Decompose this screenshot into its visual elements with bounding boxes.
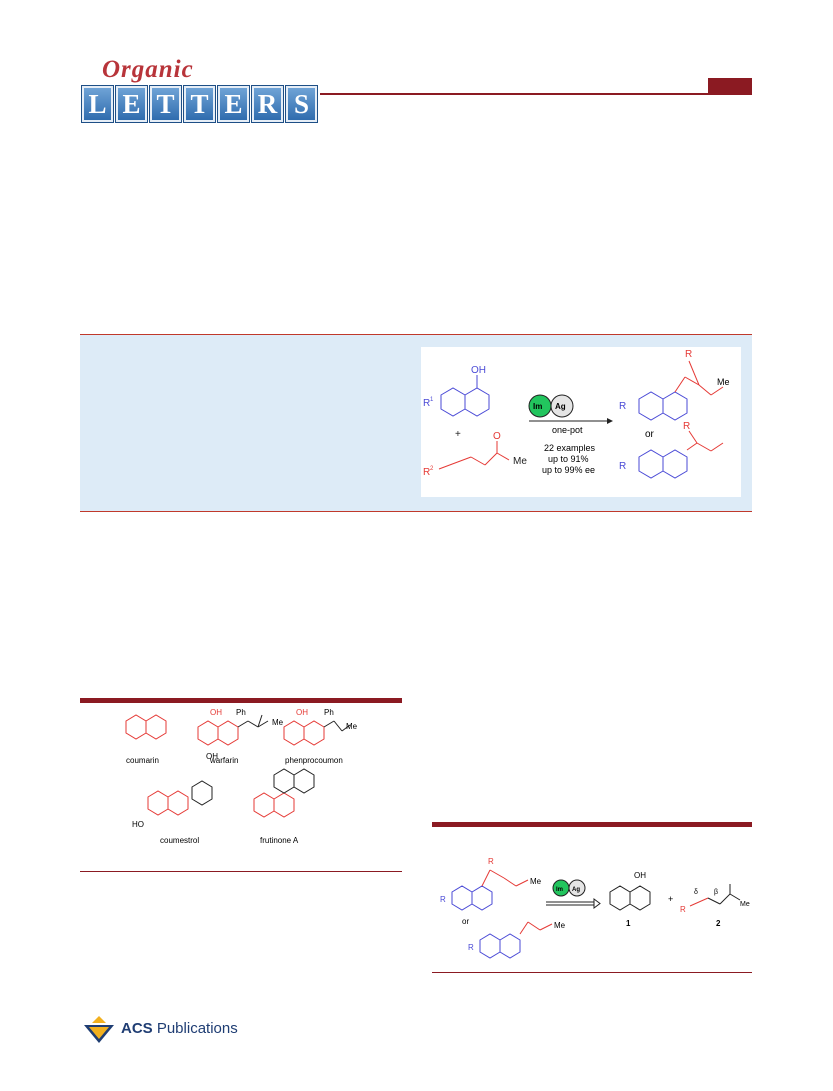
compound-1-label: 1 bbox=[626, 919, 631, 928]
scheme-retrosynthesis: or R R R Me Me Im Ag OH 1 + δ β R Me 2 bbox=[440, 857, 750, 959]
product-r2-label: R bbox=[685, 349, 692, 360]
r1-sup: 1 bbox=[430, 397, 434, 403]
stat-examples: 22 examples bbox=[544, 443, 596, 453]
publisher-bold: ACS bbox=[121, 1020, 153, 1037]
scheme-me-3: Me bbox=[740, 901, 750, 908]
product-r2-label-2: R bbox=[683, 421, 690, 432]
logo-letter: R bbox=[252, 86, 283, 122]
logo-letter: T bbox=[150, 86, 181, 122]
logo-letter: S bbox=[286, 86, 317, 122]
ketone-o-label: O bbox=[493, 431, 501, 442]
product-r1-label: R bbox=[619, 401, 626, 412]
warfarin-ph: Ph bbox=[236, 708, 246, 717]
r2-sup: 2 bbox=[430, 466, 434, 472]
catalyst-ag-label: Ag bbox=[555, 402, 566, 411]
compound-phenprocoumon: phenprocoumon bbox=[285, 756, 343, 765]
scheme-r1-2: R bbox=[468, 943, 474, 952]
compound-2-label: 2 bbox=[716, 919, 721, 928]
scheme-me: Me bbox=[530, 877, 542, 886]
condition-label: one-pot bbox=[552, 425, 583, 435]
plus-sign: + bbox=[455, 429, 461, 440]
figure-rule-bottom bbox=[80, 871, 402, 872]
product-r1-label-2: R bbox=[619, 461, 626, 472]
or-label: or bbox=[645, 429, 655, 440]
publisher-name: ACS Publications bbox=[121, 1020, 238, 1037]
stat-ee: up to 99% ee bbox=[542, 465, 595, 475]
header-tab bbox=[708, 78, 752, 94]
phenprocoumon-ph: Ph bbox=[324, 708, 334, 717]
scheme-rule-bottom bbox=[432, 972, 752, 973]
scheme-ag-icon bbox=[568, 879, 586, 897]
coumestrol-oh: OH bbox=[206, 752, 218, 761]
warfarin-oh: OH bbox=[210, 708, 222, 717]
logo-letter: T bbox=[184, 86, 215, 122]
figure-rule-top bbox=[80, 698, 402, 703]
figure-natural-products: OH Ph Me OH Ph Me coumarin warfarin phen… bbox=[125, 708, 358, 845]
logo-letter: E bbox=[116, 86, 147, 122]
beta-label: β bbox=[714, 889, 718, 896]
phenprocoumon-oh: OH bbox=[296, 708, 308, 717]
logo-letter: E bbox=[218, 86, 249, 122]
r1-label: R bbox=[423, 398, 430, 409]
ag-catalyst-icon bbox=[550, 394, 574, 418]
compound-coumestrol: coumestrol bbox=[160, 836, 199, 845]
compound-warfarin: warfarin bbox=[209, 756, 238, 765]
warfarin-me: Me bbox=[272, 718, 284, 727]
scheme-r1: R bbox=[440, 895, 446, 904]
oh-label: OH bbox=[471, 365, 486, 376]
scheme-me-2: Me bbox=[554, 921, 566, 930]
publisher-rest: Publications bbox=[152, 1020, 238, 1037]
scheme-plus: + bbox=[668, 894, 673, 904]
coumestrol-ho: HO bbox=[132, 820, 144, 829]
catalyst-im-label: Im bbox=[533, 402, 542, 411]
stat-yield: up to 91% bbox=[548, 454, 589, 464]
product-me-label: Me bbox=[717, 377, 730, 387]
phenprocoumon-me: Me bbox=[346, 722, 358, 731]
scheme-oh: OH bbox=[634, 871, 646, 880]
scheme-rule-top bbox=[432, 822, 752, 827]
acs-logo-icon bbox=[84, 1016, 114, 1043]
journal-logo-script: Organic bbox=[102, 56, 194, 83]
me-label: Me bbox=[513, 456, 527, 467]
delta-label: δ bbox=[694, 889, 698, 896]
logo-letter: L bbox=[82, 86, 113, 122]
compound-coumarin: coumarin bbox=[126, 756, 159, 765]
r2-label: R bbox=[423, 467, 430, 478]
scheme-r2: R bbox=[488, 857, 494, 866]
scheme-im-label: Im bbox=[556, 887, 563, 893]
toc-graphic: OH R 1 + O Me R 2 Im Ag one-pot 22 examp… bbox=[421, 347, 741, 497]
scheme-ag-label: Ag bbox=[572, 887, 580, 893]
scheme-r2-2: R bbox=[680, 905, 686, 914]
scheme-or: or bbox=[462, 917, 469, 926]
compound-frutinone-a: frutinone A bbox=[260, 836, 299, 845]
header-rule bbox=[320, 93, 752, 95]
